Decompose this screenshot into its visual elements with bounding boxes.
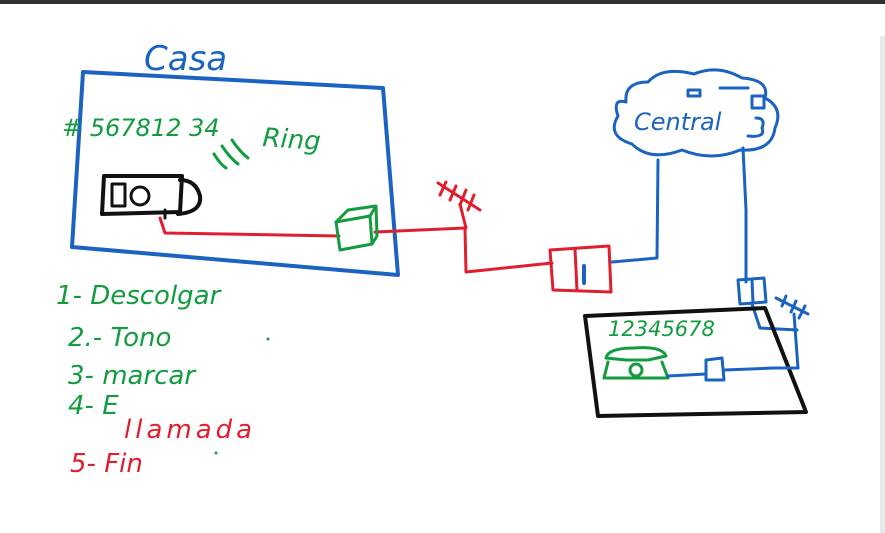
remote-telephone <box>602 346 670 380</box>
remote-feed-line <box>750 302 799 332</box>
central-line-left <box>610 158 660 264</box>
house-title: Casa <box>144 39 227 79</box>
remote-antenna <box>774 294 810 370</box>
remote-inner-box <box>704 356 726 382</box>
marker-dot <box>266 337 270 341</box>
central-details <box>686 86 766 138</box>
ring-label: Ring <box>262 123 322 157</box>
street-pole <box>436 180 482 230</box>
marker-dot <box>214 451 218 455</box>
step-5: 5- Fin <box>70 449 143 479</box>
remote-number: 12345678 <box>608 317 715 341</box>
home-junction-box <box>334 204 379 252</box>
central-cloud <box>612 68 780 158</box>
central-label: Central <box>634 108 722 136</box>
home-telephone <box>100 174 203 220</box>
step-4-detail: llamada <box>124 415 256 445</box>
step-4: 4- E <box>68 391 119 421</box>
scrollbar-track <box>880 36 885 533</box>
step-2: 2.- Tono <box>68 323 171 353</box>
phone-number: # 567812 34 <box>62 114 220 142</box>
remote-inner-line <box>666 366 800 378</box>
remote-connector-box <box>736 276 768 306</box>
distribution-box <box>548 244 613 294</box>
step-1: 1- Descolgar <box>56 281 223 311</box>
step-3: 3- marcar <box>68 361 197 391</box>
central-line-right <box>741 146 748 284</box>
top-toolbar-bar <box>0 0 885 4</box>
house-box <box>70 70 400 277</box>
home-line <box>158 216 554 274</box>
ring-waves <box>212 138 250 170</box>
remote-house-box <box>583 306 808 418</box>
